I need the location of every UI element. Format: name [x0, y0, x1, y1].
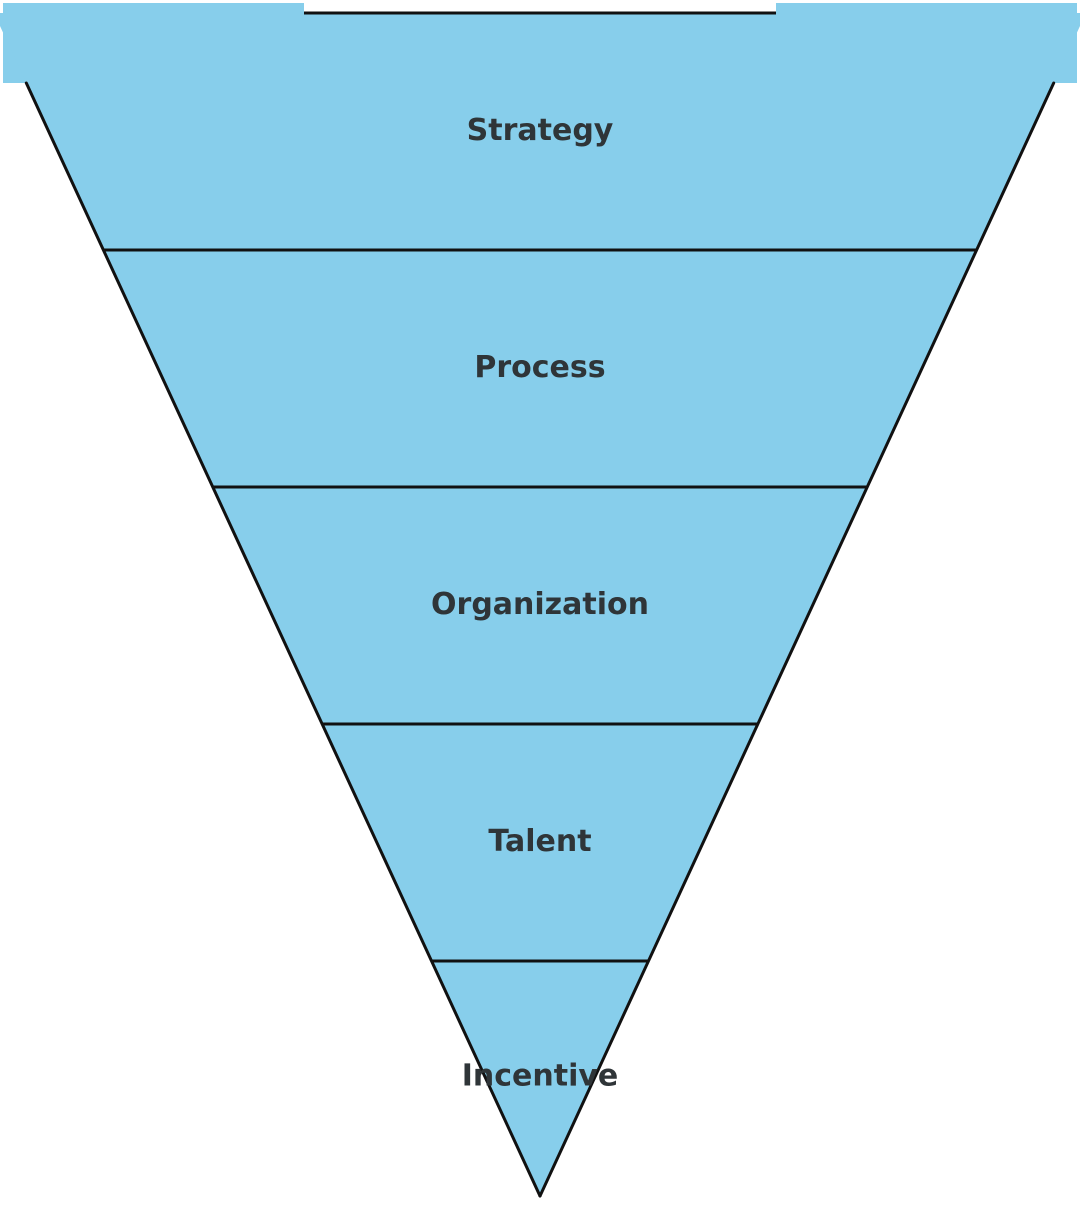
funnel-level-organization [212, 487, 868, 724]
funnel-top-notch [304, 0, 776, 13]
funnel-labels: Strategy Process Organization Talent Inc… [431, 113, 649, 1094]
funnel-level-process-label: Process [474, 350, 605, 385]
funnel-dividers [24, 11, 1056, 1198]
funnel-left-edge [24, 81, 542, 1198]
funnel-level-process [103, 250, 977, 487]
funnel-level-strategy [0, 13, 1080, 250]
funnel-level-incentive [431, 961, 649, 1196]
funnel-level-talent-label: Talent [488, 824, 591, 859]
funnel-level-strategy-label: Strategy [467, 113, 614, 148]
funnel-level-talent [322, 724, 758, 961]
funnel-level-incentive-label: Incentive [462, 1059, 619, 1094]
funnel-level-organization-label: Organization [431, 587, 649, 622]
funnel-right-edge [538, 81, 1056, 1198]
